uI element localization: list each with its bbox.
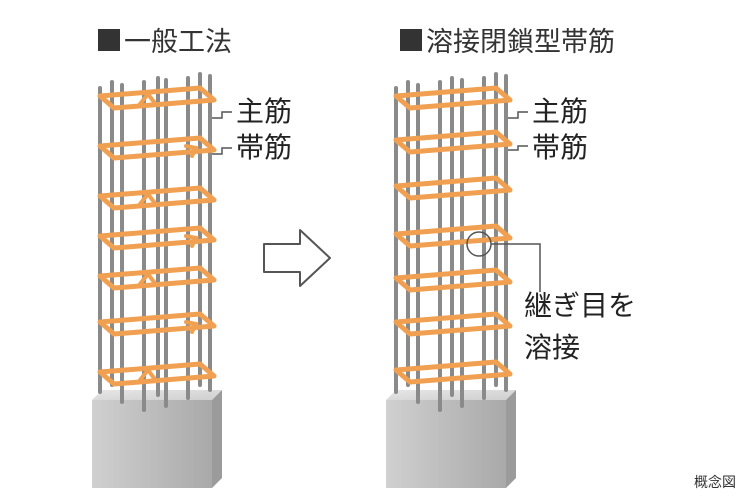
weld-label-line1: 継ぎ目を [524, 289, 637, 322]
left-leader-lines [212, 111, 232, 155]
concept-note: 概念図 [694, 475, 736, 491]
left-main-bar-label: 主筋 [236, 95, 293, 128]
left-hoop-hooks [138, 90, 199, 382]
square-bullet-icon [400, 28, 422, 51]
right-main-bar-label: 主筋 [532, 95, 589, 128]
right-title-text: 溶接閉鎖型帯筋 [426, 27, 615, 58]
right-title: 溶接閉鎖型帯筋 [400, 20, 615, 59]
left-title-text: 一般工法 [124, 27, 232, 58]
right-leader-lines [491, 111, 541, 292]
transition-arrow-icon [263, 229, 331, 287]
right-hoops [393, 85, 513, 385]
left-title: 一般工法 [98, 20, 232, 59]
weld-seam-marker [466, 231, 492, 257]
left-concrete-base [92, 390, 222, 488]
right-hoop-label: 帯筋 [532, 131, 589, 164]
left-hoop-label: 帯筋 [236, 131, 293, 164]
right-concrete-base [386, 390, 516, 488]
left-hoops [97, 85, 217, 387]
square-bullet-icon [98, 28, 120, 51]
weld-label-line2: 溶接 [524, 331, 581, 364]
